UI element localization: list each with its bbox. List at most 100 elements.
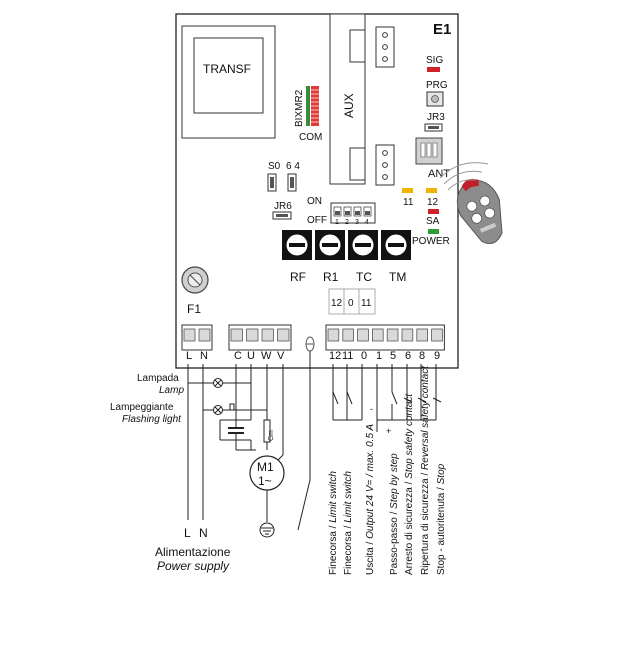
ant-label: ANT: [428, 168, 450, 180]
terminal-description: Arresto di sicurezza / Stop safety conta…: [404, 393, 415, 575]
fuse-icon: [181, 266, 209, 294]
sig-led: [427, 67, 440, 72]
supply-label-it: Alimentazione: [155, 545, 231, 559]
terminal-block: [181, 324, 213, 351]
aux-connector-top: [375, 26, 395, 68]
trimmer-label: TC: [356, 270, 372, 284]
fuse-label: F1: [187, 302, 201, 316]
terminal-screw[interactable]: [357, 328, 369, 342]
terminal-screw[interactable]: [401, 328, 414, 342]
com-label: COM: [299, 132, 322, 143]
terminal-screw[interactable]: [431, 328, 443, 342]
lamp-label-it: Lampada: [137, 373, 179, 384]
terminal-label-9: 9: [434, 350, 440, 362]
terminal-label-U: U: [247, 350, 255, 362]
terminal-screw[interactable]: [261, 328, 274, 342]
terminal-screw[interactable]: [277, 328, 290, 342]
dip-number: 2: [345, 219, 349, 226]
sig-label: SIG: [426, 55, 443, 66]
antenna-connector: [415, 137, 443, 165]
terminal-description: Finecorsa / Limit switch: [328, 471, 339, 575]
supply-N-label: N: [199, 526, 208, 540]
terminal-label-C: C: [234, 350, 242, 362]
limit-label-11: 11: [361, 298, 372, 309]
terminal-blocks: [181, 324, 445, 351]
terminal-screw[interactable]: [327, 328, 340, 342]
led-12: [426, 188, 437, 193]
motor-phase-label: 1~: [258, 474, 272, 488]
limit-label-12: 12: [331, 298, 343, 309]
power-label: POWER: [412, 236, 450, 247]
trimmer-icon[interactable]: [381, 230, 411, 260]
terminal-label-1: 1: [376, 350, 382, 362]
terminal-screw[interactable]: [342, 328, 354, 342]
dip-number: 3: [355, 219, 359, 226]
terminal-screw[interactable]: [230, 328, 243, 342]
signal-waves-icon: [439, 162, 489, 191]
dip-switch[interactable]: [330, 202, 376, 224]
transformer-label: TRANSF: [203, 62, 251, 76]
bixmr2-label: BIXMR2: [294, 89, 305, 127]
terminal-descriptions: Finecorsa / Limit switch Finecorsa / Limi…: [328, 365, 447, 575]
flashing-label-it: Lampeggiante: [110, 402, 174, 413]
six-four-label: 6 4: [286, 161, 300, 172]
output-minus: -: [370, 404, 373, 414]
supply-label-en: Power supply: [157, 559, 230, 573]
dip-on-label: ON: [307, 196, 322, 207]
limit-indicator-box: [328, 288, 376, 315]
ground-icon: [259, 522, 275, 538]
wiring: [187, 351, 311, 531]
trimmer-icon[interactable]: [348, 230, 378, 260]
cm-element-icon: [263, 419, 271, 443]
limit-label-0: 0: [348, 298, 354, 309]
terminal-description: Passo-passo / Step by step: [389, 453, 400, 575]
board-model-label: E1: [433, 21, 451, 38]
output-plus: +: [386, 426, 391, 436]
terminal-screw[interactable]: [371, 328, 384, 342]
trimmer-label: RF: [290, 270, 306, 284]
terminal-label-V: V: [277, 350, 285, 362]
contact-wiring: [332, 364, 442, 432]
terminal-block: [325, 324, 445, 351]
bixmr2-connector: [306, 86, 319, 126]
motor-icon: [249, 455, 285, 491]
lamp-label-en: Lamp: [159, 385, 184, 396]
remote-control-icon: [456, 178, 503, 244]
terminal-block: [228, 324, 292, 351]
led-11: [402, 188, 413, 193]
terminal-label-W: W: [261, 350, 272, 362]
terminal-screw[interactable]: [183, 328, 196, 342]
terminal-screw[interactable]: [386, 328, 399, 342]
flashing-light-icon: [213, 405, 223, 415]
prg-label: PRG: [426, 80, 448, 91]
dip-off-label: OFF: [307, 215, 327, 226]
terminal-screw[interactable]: [198, 328, 211, 342]
terminal-label-5: 5: [390, 350, 396, 362]
terminal-label-8: 8: [419, 350, 425, 362]
transformer-inner: [193, 37, 264, 114]
capacitor-icon: [228, 425, 244, 445]
capacitor-label: Cm: [268, 430, 275, 441]
terminal-label-12: 12: [329, 350, 341, 362]
terminal-screw[interactable]: [416, 328, 428, 342]
terminal-label-N: N: [200, 350, 208, 362]
trimmer-icon[interactable]: [315, 230, 345, 260]
led-12-label: 12: [427, 197, 439, 208]
terminal-screw[interactable]: [246, 328, 259, 342]
terminal-description: Ripertura di sicurezza / Reversal safety…: [420, 365, 431, 575]
terminal-description: Uscita / Output 24 V= / max. 0.5 A: [365, 424, 376, 575]
trimmer-label: R1: [323, 270, 339, 284]
lamp-icon: [213, 378, 223, 388]
ground-terminal-icon: [305, 336, 315, 352]
terminal-label-11: 11: [342, 350, 353, 362]
sa-label: SA: [426, 216, 440, 227]
aux-label: AUX: [342, 93, 356, 118]
trimmer-icon[interactable]: [282, 230, 312, 260]
led-11-label: 11: [403, 197, 414, 208]
supply-L-label: L: [184, 526, 191, 540]
jr6-label: JR6: [274, 201, 292, 212]
s0-label: S0: [268, 161, 281, 172]
terminal-description: Finecorsa / Limit switch: [343, 471, 354, 575]
dip-number: 1: [335, 219, 339, 226]
